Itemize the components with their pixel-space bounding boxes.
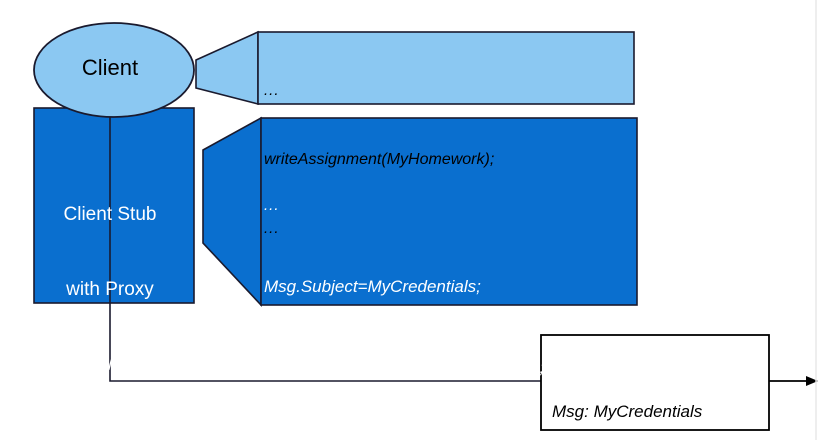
msg-outgoing-arrow-head [806,376,818,386]
callout-connector-client [195,30,259,106]
msg-box[interactable] [540,334,770,431]
code-box-stub[interactable] [260,117,638,306]
callout-connector-stub [202,116,262,308]
stub-to-msg-flow-line [109,303,541,382]
client-ellipse[interactable] [33,22,195,118]
code-box-client[interactable] [257,31,635,105]
client-stub-body[interactable] [33,107,195,304]
